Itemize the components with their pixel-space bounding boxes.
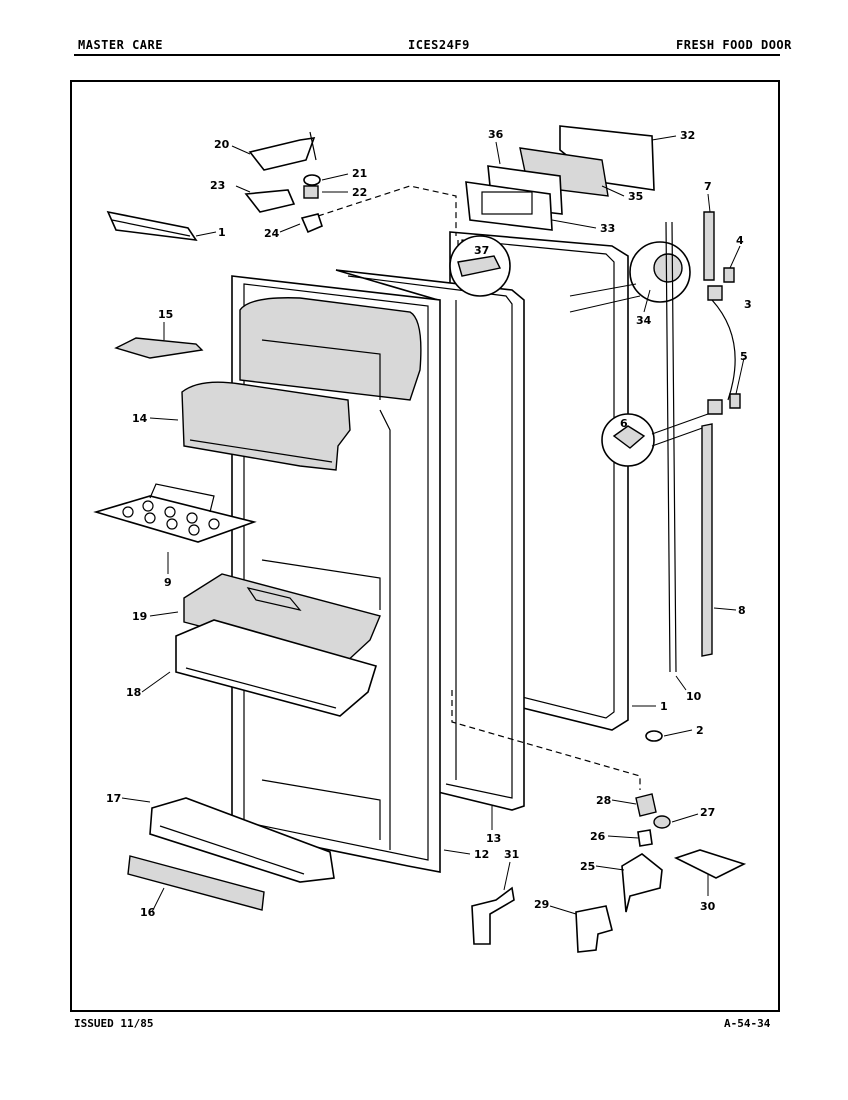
header-model-number: ICES24F9	[408, 38, 470, 52]
callout-8: 8	[738, 604, 746, 617]
callout-7: 7	[704, 180, 712, 193]
callout-2: 2	[696, 724, 704, 737]
bottom-hinge-parts	[471, 730, 747, 953]
callout-22: 22	[352, 186, 367, 199]
callout-14: 14	[132, 412, 148, 425]
diagram-frame	[70, 80, 780, 1012]
callout-24: 24	[264, 227, 280, 240]
callout-31: 31	[504, 848, 519, 861]
callout-3: 3	[744, 298, 752, 311]
part-14-dairy-door	[181, 381, 351, 471]
callout-29: 29	[534, 898, 549, 911]
callout-1-top: 1	[218, 226, 226, 239]
callout-15: 15	[158, 308, 173, 321]
callout-4: 4	[736, 234, 744, 247]
callout-18: 18	[126, 686, 141, 699]
header-brand: MASTER CARE	[78, 38, 163, 52]
callout-30: 30	[700, 900, 716, 913]
callout-27: 27	[700, 806, 715, 819]
callout-35: 35	[628, 190, 643, 203]
header-rule	[74, 54, 780, 56]
callout-13: 13	[486, 832, 501, 845]
footer-issued-date: ISSUED 11/85	[74, 1017, 154, 1030]
part-6-detail-circle	[601, 413, 709, 467]
callout-23: 23	[210, 179, 225, 192]
callout-12: 12	[474, 848, 489, 861]
callout-21: 21	[352, 167, 367, 180]
callout-19: 19	[132, 610, 147, 623]
callout-37: 37	[474, 244, 489, 257]
callout-32: 32	[680, 129, 695, 142]
callout-6: 6	[620, 417, 628, 430]
header-section-title: FRESH FOOD DOOR	[676, 38, 792, 52]
callout-26: 26	[590, 830, 606, 843]
callout-17: 17	[106, 792, 121, 805]
callout-34: 34	[636, 314, 652, 327]
inner-liner	[231, 275, 441, 873]
callout-1-bottom: 1	[660, 700, 668, 713]
part-17-shelf-bin	[149, 797, 335, 883]
callout-33: 33	[600, 222, 615, 235]
part-16-trim-strip	[127, 855, 265, 911]
part-34-detail-circle	[569, 241, 691, 313]
leader-lines	[121, 135, 745, 915]
callout-36: 36	[488, 128, 504, 141]
callout-5: 5	[740, 350, 748, 363]
callout-9: 9	[164, 576, 172, 589]
top-hinge-parts	[106, 131, 323, 242]
part-9-egg-tray	[93, 483, 257, 543]
assembly-line-bottom	[451, 690, 641, 790]
dispenser-housing-parts	[465, 125, 655, 231]
part-18-compartment-bin	[175, 619, 378, 717]
part-15-bracket	[114, 337, 204, 359]
callout-28: 28	[596, 794, 611, 807]
hinge-side-parts	[665, 211, 741, 673]
callout-20: 20	[214, 138, 230, 151]
part-19-compartment-cover	[183, 573, 381, 665]
assembly-line-hinge	[317, 185, 457, 236]
part-37-detail-circle	[449, 235, 511, 297]
callout-25: 25	[580, 860, 595, 873]
callout-10: 10	[686, 690, 702, 703]
callout-labels: 20 21 23 22 24 1 15 14 9 19 18 17 16 12 …	[106, 128, 752, 919]
callout-16: 16	[140, 906, 156, 919]
footer-diagram-code: A-54-34	[724, 1017, 771, 1030]
